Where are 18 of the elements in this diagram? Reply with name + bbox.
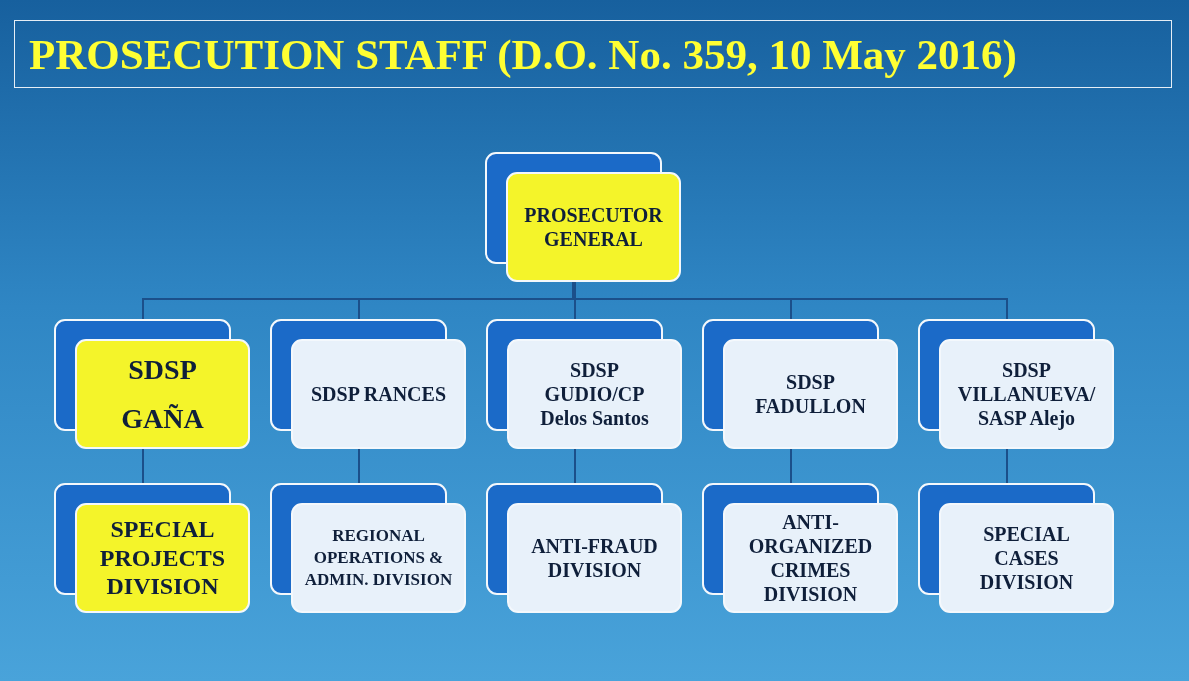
- box-label: SDSP FADULLON: [754, 370, 867, 418]
- box-label: ANTI-ORGANIZED CRIMES DIVISION: [747, 510, 874, 606]
- box-label: PROSECUTOR GENERAL: [523, 203, 664, 251]
- connector-line: [1006, 448, 1008, 484]
- box-label: SDSP RANCES: [310, 382, 446, 406]
- connector-line: [358, 448, 360, 484]
- box-label: REGIONAL OPERATIONS & ADMIN. DIVISION: [303, 524, 454, 592]
- connector-line: [574, 281, 576, 320]
- box-label: SDSP VILLANUEVA/ SASP Alejo: [956, 358, 1097, 430]
- title: PROSECUTION STAFF (D.O. No. 359, 10 May 2016): [14, 20, 1172, 88]
- box-label: SPECIAL CASES DIVISION: [978, 522, 1075, 594]
- box-label: ANTI-FRAUD DIVISION: [530, 534, 659, 582]
- connector-line: [574, 448, 576, 484]
- connector-line: [142, 448, 144, 484]
- connector-line: [790, 448, 792, 484]
- box-label: SDSP GAÑA: [120, 353, 205, 436]
- box-label: SPECIAL PROJECTS DIVISION: [98, 514, 227, 602]
- box-label: SDSP GUDIO/CP Delos Santos: [539, 358, 650, 430]
